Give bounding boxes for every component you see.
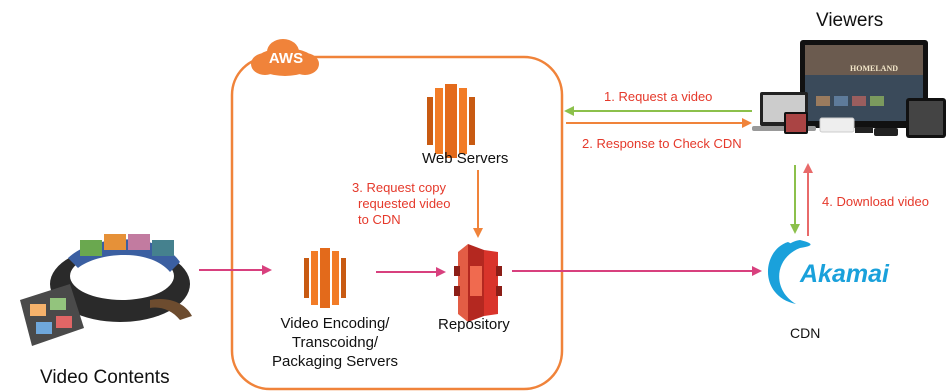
ec2-web-server-icon: [427, 84, 475, 158]
viewers-label: Viewers: [816, 10, 884, 31]
step-3-line-3: to CDN: [358, 212, 401, 227]
step-3-line-2: requested video: [358, 196, 451, 211]
video-encoding-line-1: Video Encoding/: [280, 315, 390, 332]
step-4-label: 4. Download video: [822, 194, 929, 209]
akamai-logo-icon: [767, 240, 811, 304]
video-encoding-line-2: Transcoidng/: [291, 334, 379, 351]
step-3-line-1: 3. Request copy: [352, 180, 446, 195]
aws-badge-icon: [251, 39, 319, 76]
ec2-encoding-server-icon: [304, 248, 346, 308]
repository-label: Repository: [438, 316, 510, 333]
tv-screen-title: HOMELAND: [850, 64, 898, 73]
video-encoding-line-3: Packaging Servers: [272, 353, 398, 370]
film-reel-icon: [20, 234, 192, 346]
s3-bucket-icon: [454, 244, 502, 322]
aws-container: [230, 55, 564, 391]
video-encoding-label: Video Encoding/ Transcoidng/ Packaging S…: [260, 314, 410, 371]
viewer-devices-icon: [752, 40, 946, 138]
step-2-label: 2. Response to Check CDN: [582, 136, 742, 151]
web-servers-label: Web Servers: [422, 150, 509, 167]
video-contents-label: Video Contents: [40, 367, 170, 388]
step-1-label: 1. Request a video: [604, 89, 713, 104]
cdn-label: CDN: [790, 325, 821, 341]
aws-badge-label: AWS: [268, 50, 304, 67]
akamai-logo-text: Akamai: [800, 260, 889, 288]
step-3-label: 3. Request copy requested video to CDN: [352, 180, 451, 228]
